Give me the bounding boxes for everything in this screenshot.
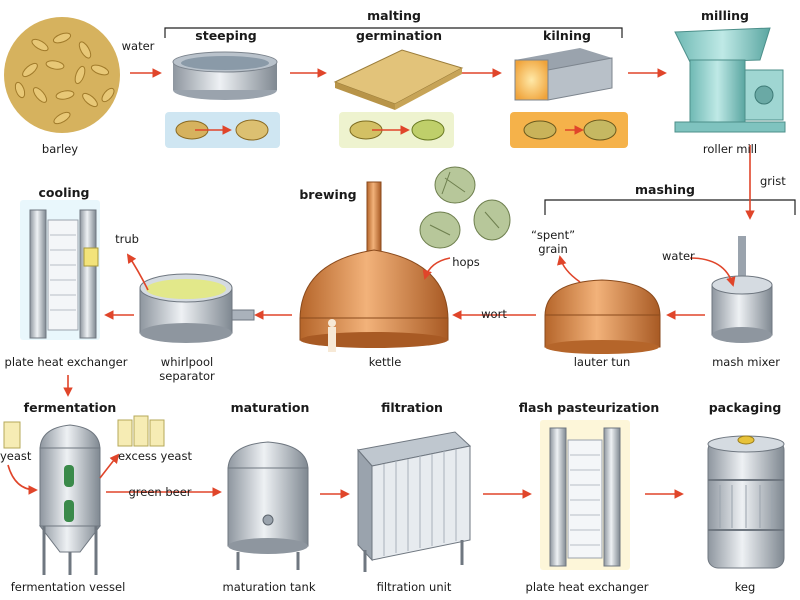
section-fermentation: fermentation [23,400,117,415]
label-green-beer: green beer [128,485,192,499]
label-whirlpool-line2: separator [159,369,215,383]
whirlpool-illustration [139,273,255,343]
label-trub: trub [115,232,139,246]
section-milling: milling [700,8,750,23]
section-flash-pasteurization: flash pasteurization [518,400,660,415]
label-hops: hops [452,255,480,269]
kiln-illustration [514,48,613,101]
step-kilning: kilning [543,28,591,43]
label-roller-mill: roller mill [702,142,758,156]
section-mashing: mashing [635,182,695,197]
label-spent-grain-line1: “spent” [530,228,576,242]
kettle-illustration [299,181,449,352]
step-steeping: steeping [195,28,257,43]
label-plate-heat-exchanger-bottom: plate heat exchanger [525,580,649,594]
label-mash-mixer: mash mixer [712,355,780,369]
yeast-glass [3,421,21,449]
label-water-top: water [121,39,155,53]
label-excess-yeast: excess yeast [118,449,192,463]
roller-mill-illustration [674,27,786,133]
mashing-bracket [544,199,796,215]
label-maturation-tank: maturation tank [222,580,316,594]
maturation-tank-illustration [227,441,309,570]
malting-bracket [164,27,623,38]
mash-mixer-illustration [711,236,773,343]
label-keg: keg [734,580,756,594]
section-malting: malting [367,8,421,23]
step-germination: germination [356,28,442,43]
keg-illustration [707,435,785,569]
section-filtration: filtration [381,400,443,415]
label-grist: grist [760,174,786,188]
lauter-tun-illustration [544,279,661,354]
steeping-tank-illustration [172,51,278,100]
plate-heat-exchanger-top-illustration [20,200,100,340]
excess-yeast-glasses [117,415,165,447]
label-fermentation-vessel: fermentation vessel [10,580,126,594]
label-yeast: yeast [0,449,32,463]
fermentation-vessel-illustration [38,424,102,575]
label-spent-grain-line2: grain [538,242,568,256]
plate-heat-exchanger-bottom-illustration [540,420,630,570]
label-plate-heat-exchanger-top: plate heat exchanger [4,355,128,369]
section-cooling: cooling [38,185,90,200]
hops-illustration [419,166,511,249]
germination-tray-illustration [333,49,464,110]
flow-arrows [7,68,755,499]
label-lauter-tun: lauter tun [573,355,631,369]
filtration-unit-illustration [357,431,472,572]
label-whirlpool-line1: whirlpool [160,355,214,369]
label-kettle: kettle [368,355,402,369]
section-maturation: maturation [230,400,310,415]
section-packaging: packaging [708,400,782,415]
label-filtration-unit: filtration unit [376,580,452,594]
label-wort: wort [481,307,507,321]
label-water-mash: water [662,249,695,263]
section-brewing: brewing [299,187,357,202]
barley-illustration [4,17,120,133]
label-barley: barley [41,142,79,156]
